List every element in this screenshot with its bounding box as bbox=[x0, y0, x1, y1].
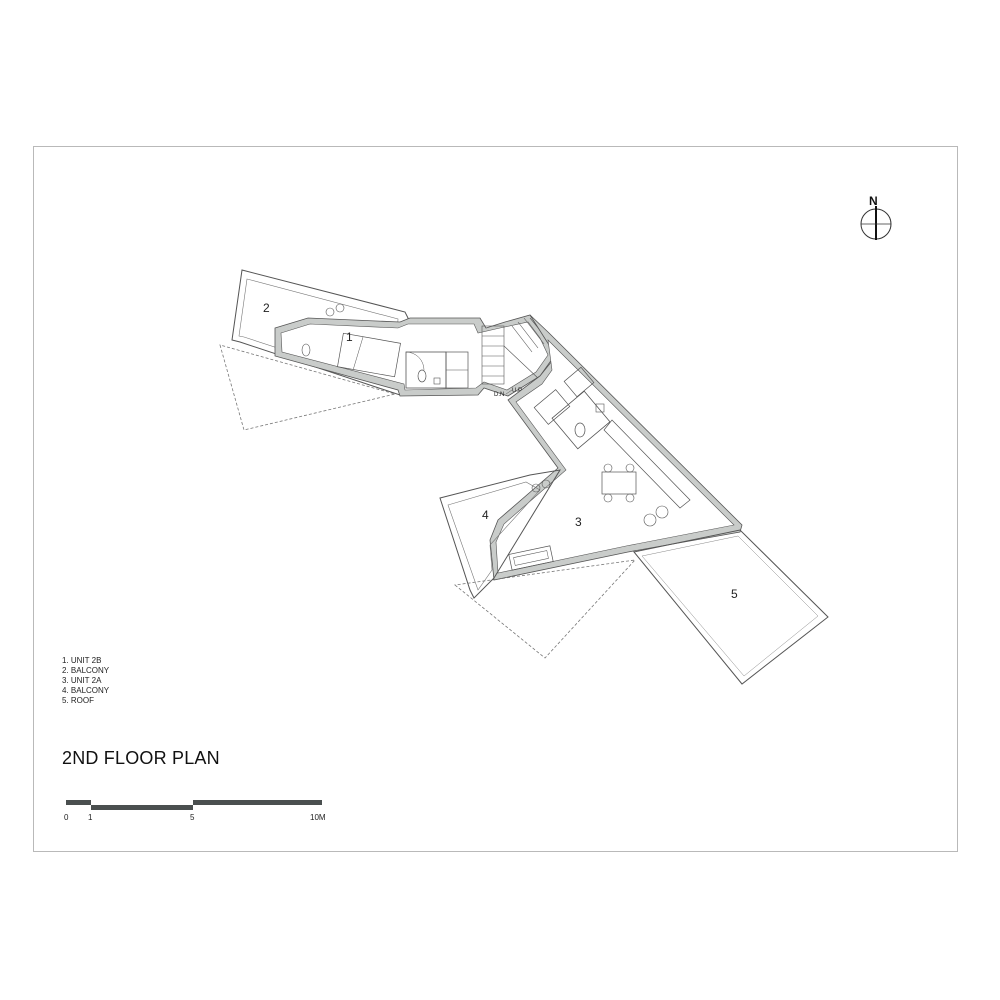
scale-tick-0: 0 bbox=[64, 813, 69, 822]
dining-table bbox=[601, 471, 637, 495]
room-number-3: 3 bbox=[575, 515, 582, 529]
drawing-frame bbox=[33, 146, 958, 852]
balcony-4-inner bbox=[447, 481, 541, 591]
legend-item: 4. BALCONY bbox=[62, 686, 110, 695]
roof-inner bbox=[641, 535, 819, 677]
unit-2a-interior bbox=[495, 339, 735, 574]
legend-item: 3. UNIT 2A bbox=[62, 676, 102, 685]
upper-overhang-outline bbox=[219, 344, 397, 431]
plan-title: 2ND FLOOR PLAN bbox=[62, 748, 220, 768]
legend-item: 2. BALCONY bbox=[62, 666, 110, 675]
scale-tick-5: 5 bbox=[190, 813, 195, 822]
stairs bbox=[481, 317, 549, 385]
scale-tick-10m: 10M bbox=[310, 813, 326, 822]
stairs-up-label: U.P bbox=[512, 388, 522, 394]
north-label: N bbox=[869, 194, 878, 208]
kitchen-counter bbox=[603, 419, 691, 509]
legend-item: 1. UNIT 2B bbox=[62, 656, 102, 665]
legend-item: 5. ROOF bbox=[62, 696, 95, 705]
scale-tick-1: 1 bbox=[88, 813, 93, 822]
balcony-4-outline bbox=[439, 469, 561, 599]
room-number-4: 4 bbox=[482, 508, 489, 522]
scale-bar bbox=[66, 800, 322, 810]
lower-overhang-outline bbox=[454, 559, 637, 659]
sofa bbox=[508, 545, 554, 571]
north-arrow-icon bbox=[860, 206, 892, 240]
room-number-2: 2 bbox=[263, 301, 270, 315]
plant-icon bbox=[325, 307, 335, 317]
toilet-icon bbox=[417, 369, 427, 383]
roof-outline bbox=[633, 529, 829, 685]
room-number-5: 5 bbox=[731, 587, 738, 601]
unit-2b-interior bbox=[280, 321, 549, 391]
stairs-down-label: D.N bbox=[494, 392, 504, 398]
bed bbox=[337, 332, 401, 378]
legend: 1. UNIT 2B 2. BALCONY 3. UNIT 2A 4. BALC… bbox=[62, 656, 109, 706]
room-number-1: 1 bbox=[346, 330, 353, 344]
